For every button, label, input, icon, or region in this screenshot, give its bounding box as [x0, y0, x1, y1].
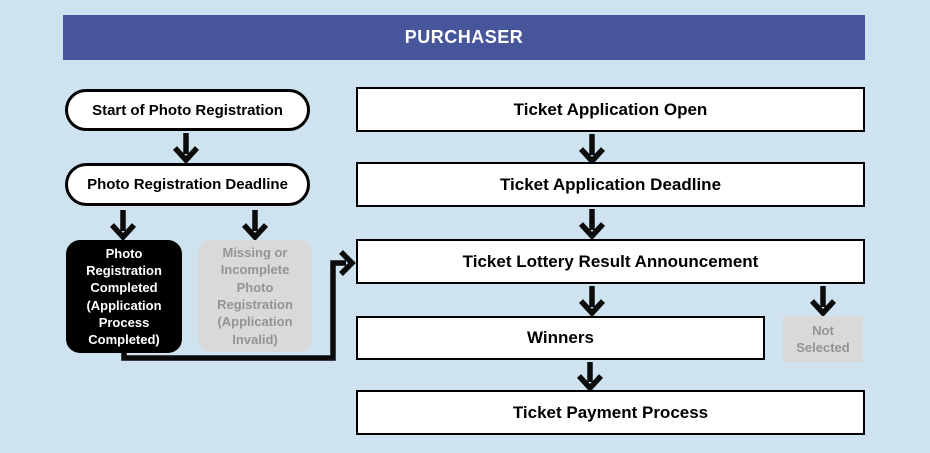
arrow-deadline-to-lottery	[578, 209, 606, 241]
node-photo-registration-invalid: Missing or Incomplete Photo Registration…	[198, 240, 312, 352]
arrow-lottery-to-winners	[578, 286, 606, 318]
node-ticket-application-open: Ticket Application Open	[356, 87, 865, 132]
arrow-start-to-deadline	[172, 133, 200, 165]
node-not-selected: Not Selected	[783, 316, 863, 362]
node-photo-registration-completed: Photo Registration Completed (Applicatio…	[66, 240, 182, 353]
node-start-of-photo-registration: Start of Photo Registration	[65, 89, 310, 131]
arrow-winners-to-payment	[576, 362, 604, 393]
arrow-deadline-to-completed	[109, 210, 137, 242]
arrow-deadline-to-invalid	[241, 210, 269, 242]
node-ticket-payment-process: Ticket Payment Process	[356, 390, 865, 435]
node-ticket-application-deadline: Ticket Application Deadline	[356, 162, 865, 207]
arrow-lottery-to-not-selected	[809, 286, 837, 318]
purchaser-header-label: PURCHASER	[404, 27, 524, 47]
node-winners: Winners	[356, 316, 765, 360]
arrow-open-to-deadline	[578, 134, 606, 166]
node-photo-registration-deadline: Photo Registration Deadline	[65, 163, 310, 206]
purchaser-header-bar: PURCHASER	[63, 15, 865, 60]
node-ticket-lottery-result-announcement: Ticket Lottery Result Announcement	[356, 239, 865, 284]
